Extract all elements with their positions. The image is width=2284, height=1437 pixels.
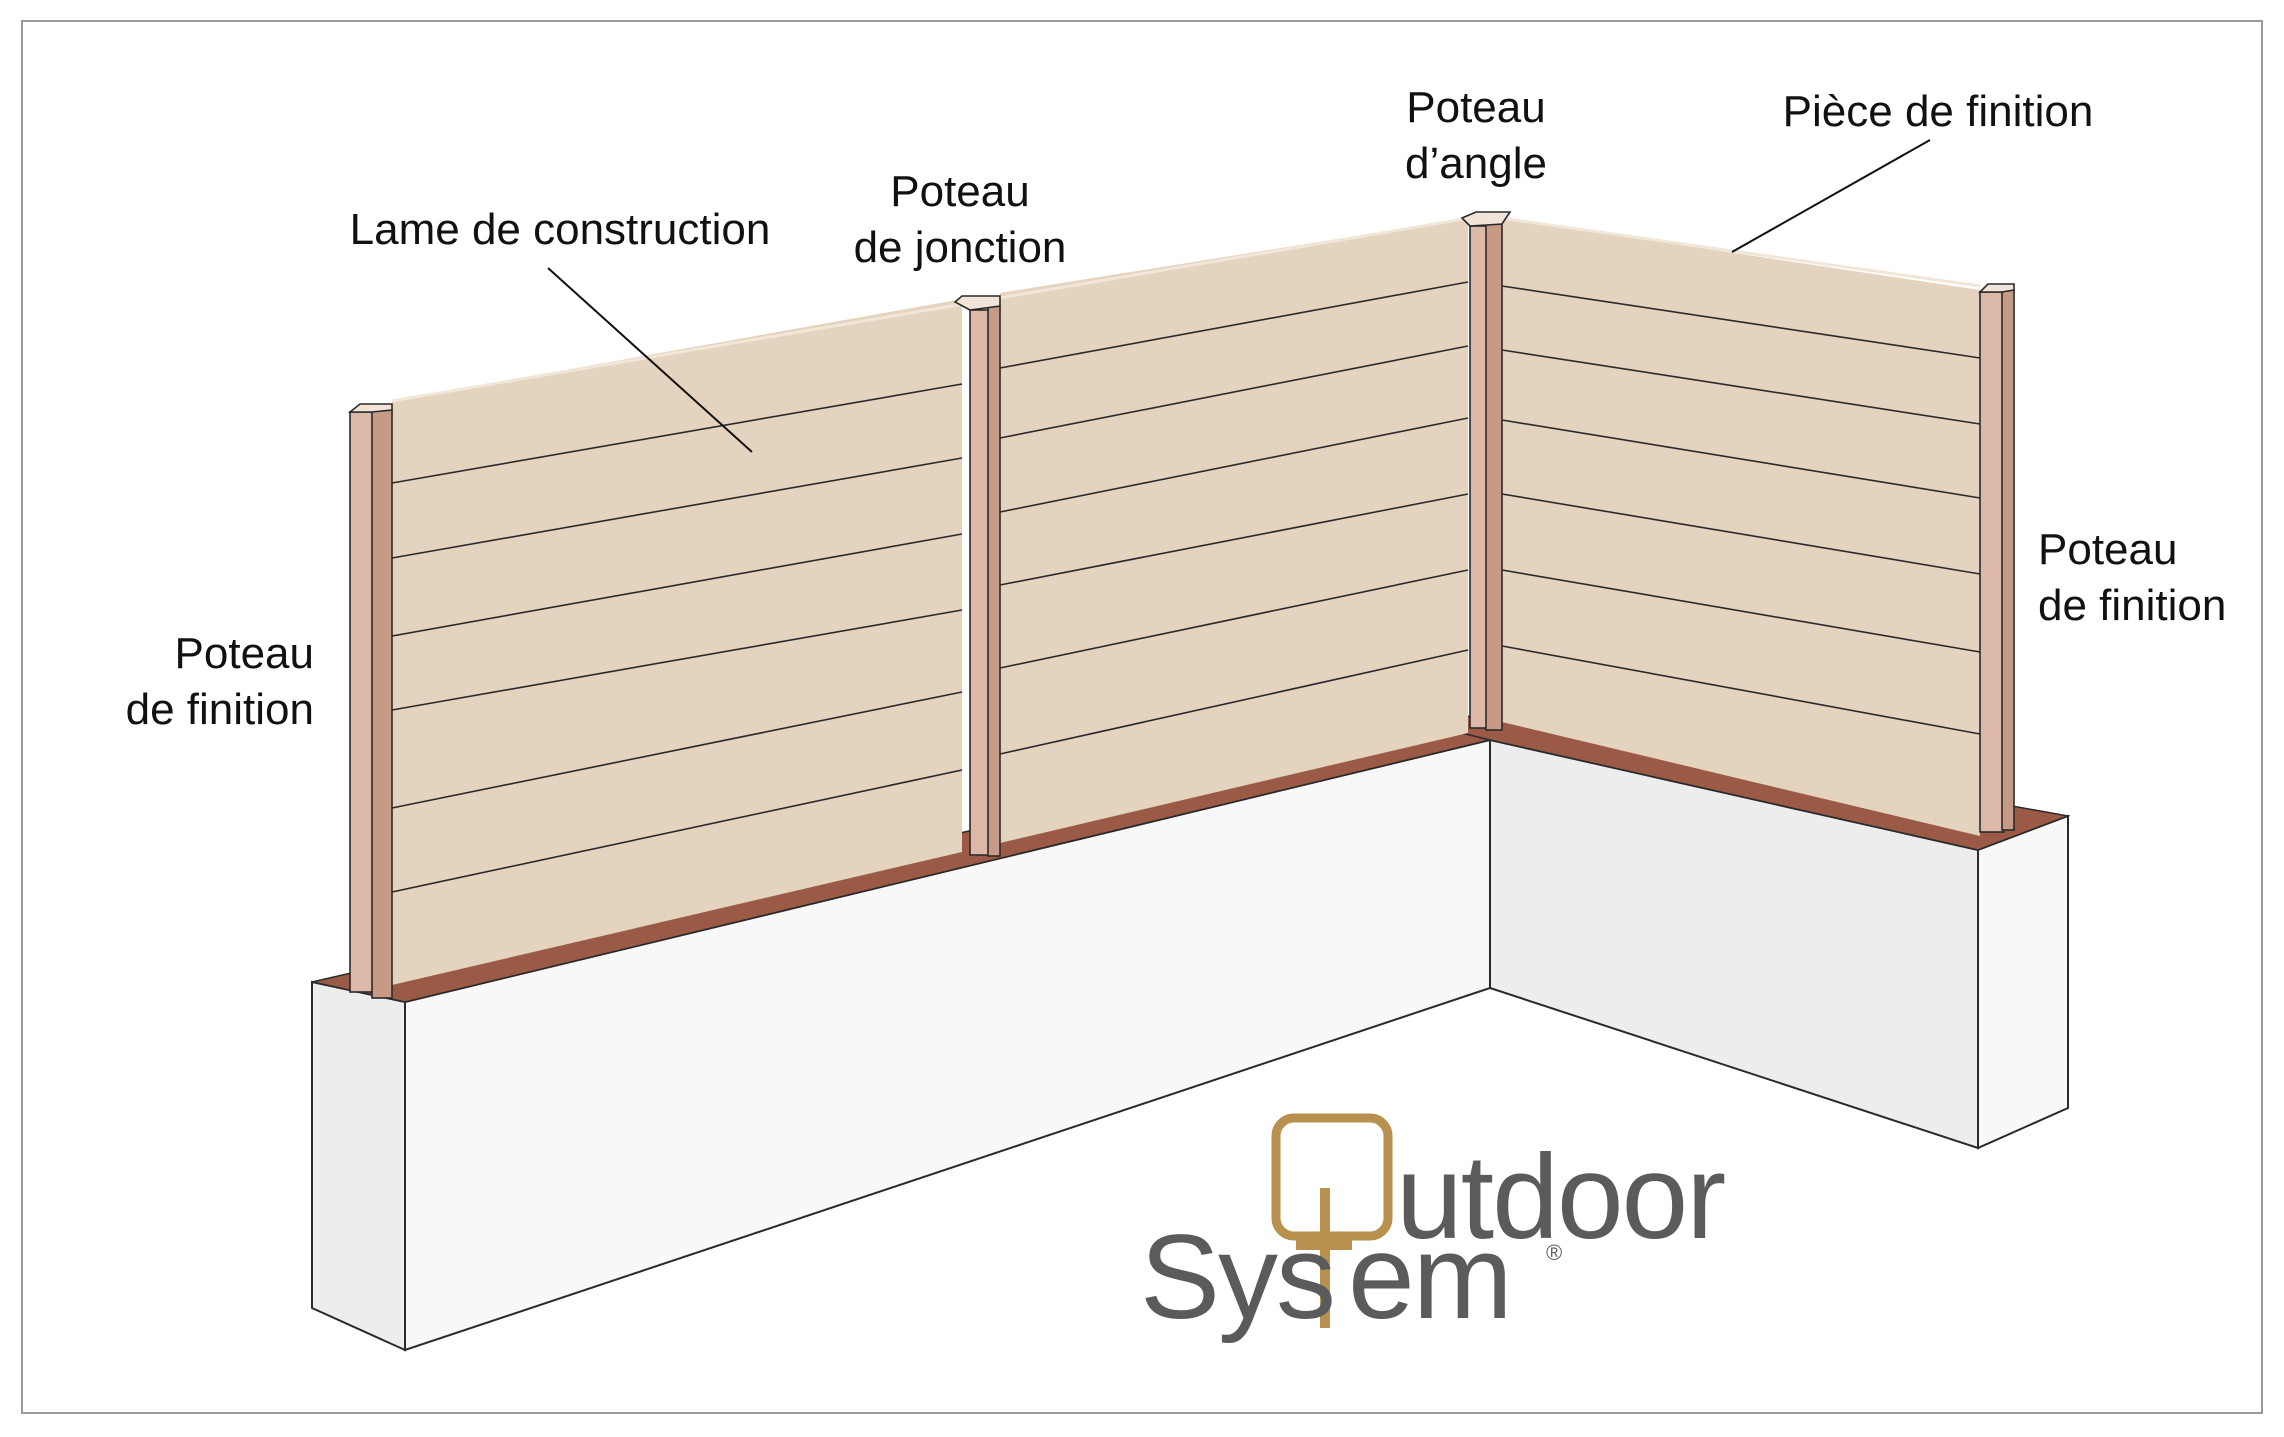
- wall-left-end: [311, 980, 406, 1352]
- label-poteau-jonction-line2: de jonction: [854, 223, 1067, 272]
- wall-right-end: [1977, 814, 2069, 1150]
- fence-panel-left-b: [1000, 218, 1468, 843]
- fence-panel-left-a: [392, 299, 962, 985]
- logo-t-stem-icon: [1320, 1188, 1330, 1328]
- leader-lame: [547, 267, 753, 453]
- board-lines-left-b: [999, 281, 1469, 755]
- label-poteau-finition-left-line2: de finition: [126, 685, 314, 734]
- outdoor-system-logo: utdoor Sys em ®: [1140, 1113, 1726, 1344]
- label-lame-de-construction: Lame de construction: [350, 205, 771, 254]
- label-poteau-finition-right-line2: de finition: [2038, 581, 2226, 630]
- logo-word-bottom-right: em: [1348, 1210, 1511, 1344]
- label-poteau-jonction-line1: Poteau: [890, 167, 1029, 216]
- label-poteau-angle-line2: d’angle: [1405, 139, 1547, 188]
- finishing-piece-left: [391, 216, 1471, 403]
- post-finition-left: [347, 403, 393, 999]
- logo-registered-mark: ®: [1546, 1240, 1562, 1265]
- post-angle: [1460, 211, 1512, 731]
- finishing-piece-right: [1499, 216, 1981, 288]
- logo-word-top: utdoor: [1396, 1130, 1724, 1264]
- leader-piece-finition: [1731, 139, 1931, 253]
- post-jonction: [953, 295, 1001, 857]
- fence-panel-right: [1502, 218, 1980, 836]
- label-poteau-finition-right-line1: Poteau: [2038, 525, 2177, 574]
- label-poteau-finition-left-line1: Poteau: [175, 629, 314, 678]
- label-piece-de-finition: Pièce de finition: [1783, 87, 2094, 136]
- post-finition-right: [1978, 283, 2015, 833]
- logo-t-bar-icon: [1296, 1240, 1352, 1250]
- board-lines-left-a: [391, 383, 963, 893]
- logo-o-square-icon: [1271, 1113, 1393, 1241]
- board-lines-right: [1501, 285, 1981, 735]
- logo-word-bottom-left: Sys: [1140, 1210, 1334, 1344]
- label-poteau-angle-line1: Poteau: [1406, 83, 1545, 132]
